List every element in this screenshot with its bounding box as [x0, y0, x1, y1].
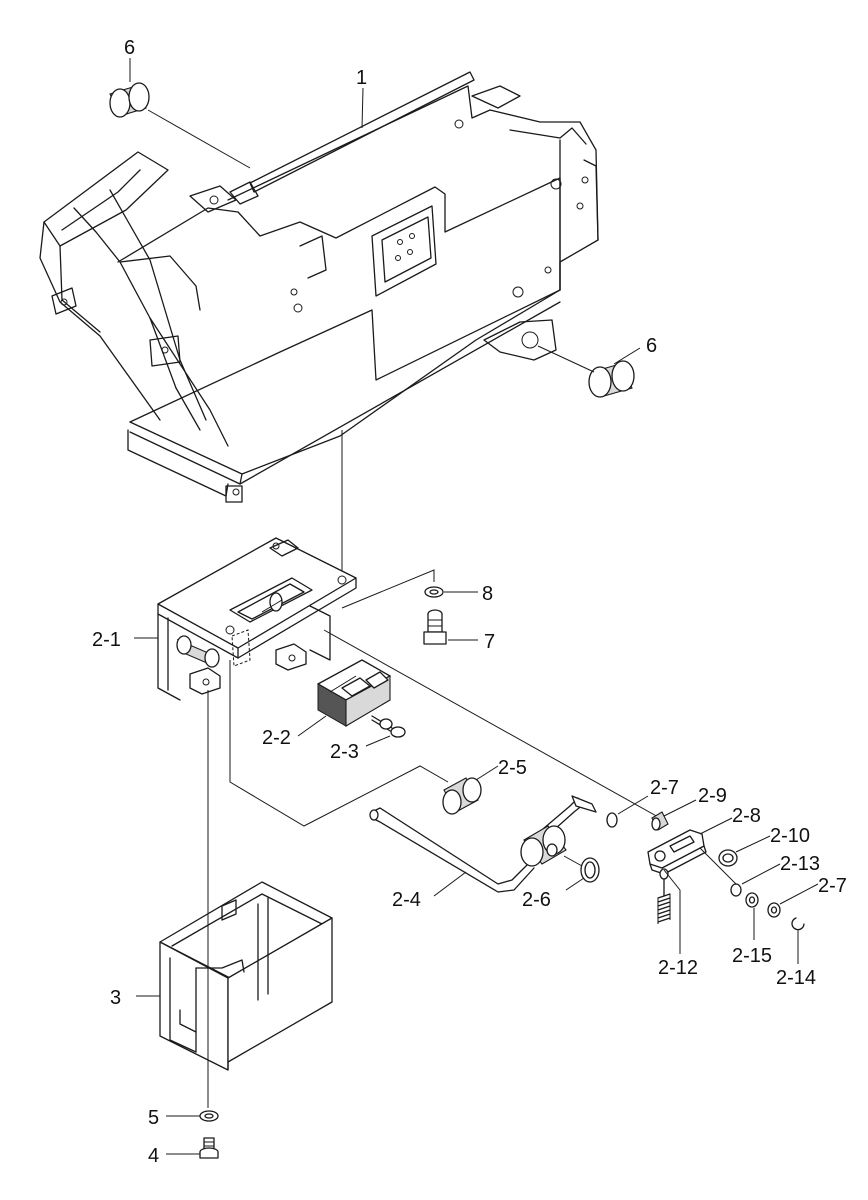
part-2-3-screws: [365, 715, 406, 747]
part-2-8-link-plate: [647, 817, 733, 875]
callout-6-right: 6: [646, 335, 657, 357]
part-2-7-washer-upper: [606, 795, 649, 828]
part-2-9-pin: [651, 799, 697, 831]
part-6-bushing-right: [537, 345, 641, 398]
callout-2-6: 2-6: [522, 889, 551, 911]
part-2-10-ring: [718, 835, 771, 867]
callout-8: 8: [482, 583, 493, 605]
callout-2-9: 2-9: [698, 785, 727, 807]
part-2-6-ring: [563, 855, 600, 891]
callout-2-15: 2-15: [732, 945, 772, 967]
part-2-5-sleeve: [442, 765, 499, 815]
part-2-14-e-clip: [791, 917, 805, 964]
callout-1: 1: [356, 67, 367, 89]
part-4-screw: [166, 1137, 219, 1159]
callout-7: 7: [484, 631, 495, 653]
callout-4: 4: [148, 1145, 159, 1167]
callout-2-10: 2-10: [770, 825, 810, 847]
callout-2-3: 2-3: [330, 741, 359, 763]
callout-2-5: 2-5: [498, 757, 527, 779]
callout-2-1: 2-1: [92, 629, 121, 651]
callout-5: 5: [148, 1107, 159, 1129]
part-2-15-washer: [745, 892, 759, 940]
part-2-7-washer-lower: [767, 883, 819, 918]
callout-3: 3: [110, 987, 121, 1009]
part-1-main-frame: [39, 71, 599, 503]
callout-2-13: 2-13: [780, 853, 820, 875]
part-2-2-switch: [317, 659, 391, 727]
callout-2-2: 2-2: [262, 727, 291, 749]
callout-2-7-upper: 2-7: [650, 777, 679, 799]
part-5-washer: [166, 1110, 219, 1122]
callout-2-4: 2-4: [392, 889, 421, 911]
callout-6-upper: 6: [124, 37, 135, 59]
callout-labels: 1 6 6 8 7 2-1 2-2 2-3 2-5 2-7 2-9 2-8 2-…: [92, 37, 847, 1167]
callout-2-14: 2-14: [776, 967, 816, 989]
part-3-cover: [136, 881, 333, 1071]
part-2-1-bracket: [157, 537, 357, 701]
callout-2-8: 2-8: [732, 805, 761, 827]
part-2-12-spring: [657, 868, 681, 954]
part-8-washer: [424, 586, 478, 598]
callout-2-12: 2-12: [658, 957, 698, 979]
part-2-4-lever: [369, 795, 597, 897]
part-2-13-pin: [730, 863, 781, 897]
callout-2-7-lower: 2-7: [818, 875, 847, 897]
part-6-bushing-upper: [109, 58, 251, 169]
part-7-bolt: [423, 609, 478, 645]
